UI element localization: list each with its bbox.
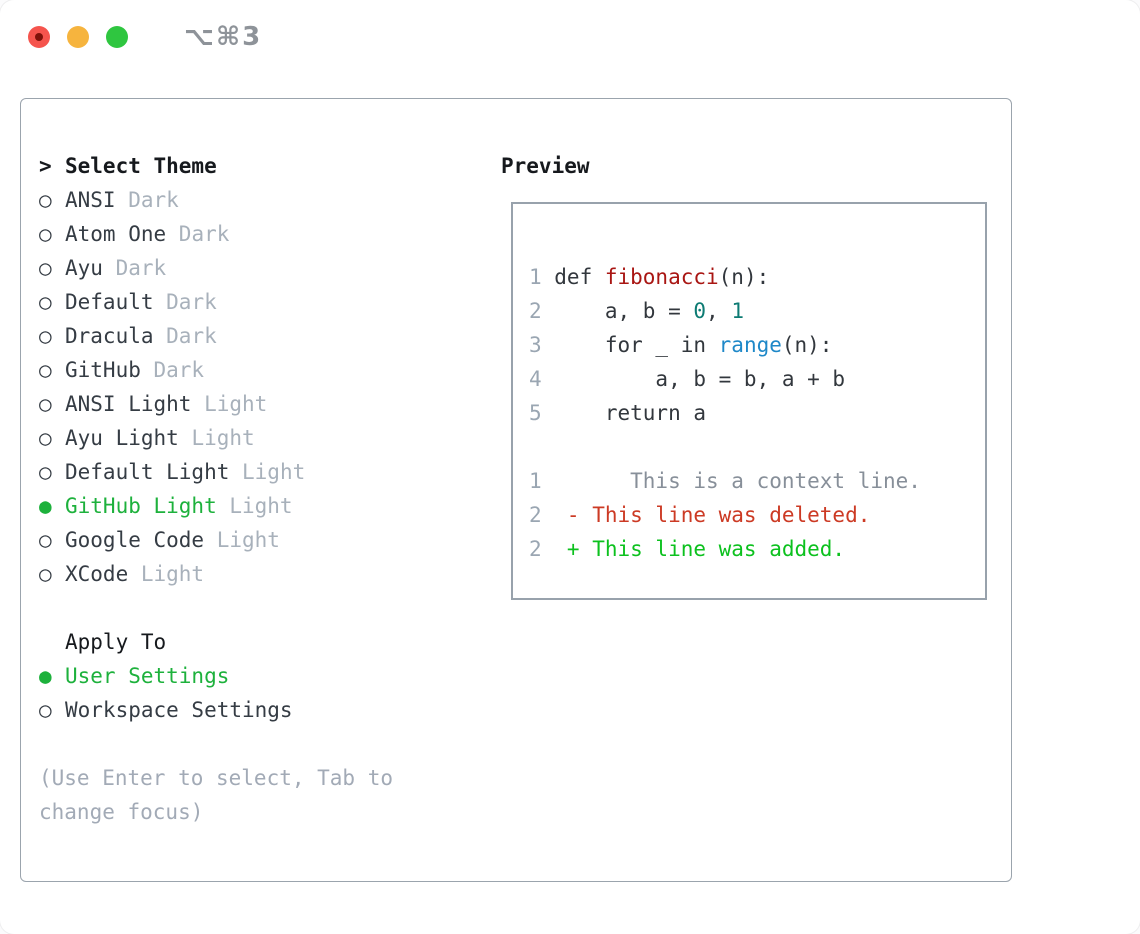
- theme-tag: Light: [229, 494, 293, 518]
- theme-name: ANSI Light: [65, 392, 192, 416]
- number-token: 1: [731, 299, 744, 323]
- line-number: 2: [529, 537, 542, 561]
- theme-tag: Light: [191, 426, 255, 450]
- radio-icon: ○: [39, 256, 52, 280]
- theme-name: XCode: [65, 562, 129, 586]
- theme-option-default-light[interactable]: ○ Default Light Light: [39, 455, 479, 489]
- preview-header: Preview: [501, 149, 987, 183]
- theme-option-ansi-light[interactable]: ○ ANSI Light Light: [39, 387, 479, 421]
- prompt-icon: >: [39, 154, 52, 178]
- line-number: 5: [529, 401, 542, 425]
- line-number: 3: [529, 333, 542, 357]
- code-line-3: 3 for _ in range(n):: [529, 328, 969, 362]
- theme-tag: Dark: [166, 290, 217, 314]
- apply-to-title: Apply To: [65, 630, 167, 654]
- theme-name: Dracula: [65, 324, 154, 348]
- theme-option-atom-one-dark[interactable]: ○ Atom One Dark: [39, 217, 479, 251]
- theme-name: Default: [65, 290, 154, 314]
- theme-option-ayu-light[interactable]: ○ Ayu Light Light: [39, 421, 479, 455]
- theme-tag: Light: [204, 392, 268, 416]
- theme-name: ANSI: [65, 188, 116, 212]
- number-token: 0: [693, 299, 707, 323]
- line-number: 1: [529, 469, 542, 493]
- zoom-button[interactable]: [106, 26, 128, 48]
- radio-icon: ○: [39, 698, 52, 722]
- theme-option-github-light[interactable]: ● GitHub Light Light: [39, 489, 479, 523]
- theme-option-default-dark[interactable]: ○ Default Dark: [39, 285, 479, 319]
- help-text: (Use Enter to select, Tab to change focu…: [39, 766, 394, 824]
- theme-name: Ayu: [65, 256, 103, 280]
- titlebar: ⌥⌘3: [28, 22, 263, 52]
- select-theme-header: > Select Theme: [39, 149, 479, 183]
- theme-name: Atom One: [65, 222, 167, 246]
- line-number: 2: [529, 503, 542, 527]
- diff-deleted-line: 2 - This line was deleted.: [529, 498, 969, 532]
- radio-icon: ○: [39, 358, 52, 382]
- radio-icon: ○: [39, 324, 52, 348]
- diff-context-line: 1 This is a context line.: [529, 464, 969, 498]
- theme-tag: Light: [140, 562, 205, 586]
- close-dot-icon: [35, 33, 43, 41]
- radio-icon: ○: [39, 188, 52, 212]
- radio-icon: ○: [39, 222, 52, 246]
- preview-title: Preview: [501, 154, 590, 178]
- minimize-button[interactable]: [67, 26, 89, 48]
- radio-icon: ○: [39, 392, 52, 416]
- select-theme-title: Select Theme: [65, 154, 217, 178]
- window-title: ⌥⌘3: [184, 22, 263, 52]
- theme-option-github-dark[interactable]: ○ GitHub Dark: [39, 353, 479, 387]
- theme-option-dracula-dark[interactable]: ○ Dracula Dark: [39, 319, 479, 353]
- spacer: [39, 591, 479, 625]
- theme-tag: Dark: [178, 222, 230, 246]
- theme-tag: Dark: [153, 358, 205, 382]
- theme-option-xcode-light[interactable]: ○ XCode Light: [39, 557, 479, 591]
- radio-selected-icon: ●: [39, 664, 52, 688]
- code-line-2: 2 a, b = 0, 1: [529, 294, 969, 328]
- theme-name: Default Light: [65, 460, 230, 484]
- apply-to-header: Apply To: [39, 625, 479, 659]
- theme-option-ayu-dark[interactable]: ○ Ayu Dark: [39, 251, 479, 285]
- function-name-token: fibonacci: [604, 265, 719, 289]
- apply-option-name: User Settings: [65, 664, 230, 688]
- line-number: 1: [529, 265, 542, 289]
- line-number: 2: [529, 299, 542, 323]
- theme-name: GitHub: [65, 358, 141, 382]
- radio-icon: ○: [39, 562, 52, 586]
- theme-tag: Dark: [128, 188, 179, 212]
- diff-added-line: 2 + This line was added.: [529, 532, 969, 566]
- line-number: 4: [529, 367, 542, 391]
- theme-name: GitHub Light: [65, 494, 217, 518]
- theme-name: Google Code: [65, 528, 205, 552]
- theme-option-ansi-dark[interactable]: ○ ANSI Dark: [39, 183, 479, 217]
- code-blank-line: [529, 430, 969, 464]
- apply-option-name: Workspace Settings: [65, 698, 293, 722]
- radio-icon: ○: [39, 290, 52, 314]
- theme-tag: Dark: [166, 324, 217, 348]
- code-blank-line: [529, 226, 969, 260]
- apply-option-workspace-settings[interactable]: ○ Workspace Settings: [39, 693, 479, 727]
- theme-tag: Dark: [115, 256, 167, 280]
- code-line-4: 4 a, b = b, a + b: [529, 362, 969, 396]
- theme-name: Ayu Light: [65, 426, 179, 450]
- builtin-token: range: [718, 333, 782, 357]
- theme-tag: Light: [242, 460, 306, 484]
- radio-icon: ○: [39, 426, 52, 450]
- code-line-5: 5 return a: [529, 396, 969, 430]
- radio-icon: ○: [39, 460, 52, 484]
- close-button[interactable]: [28, 26, 50, 48]
- radio-selected-icon: ●: [39, 494, 52, 518]
- theme-option-google-code-light[interactable]: ○ Google Code Light: [39, 523, 479, 557]
- theme-tag: Light: [216, 528, 280, 552]
- radio-icon: ○: [39, 528, 52, 552]
- apply-option-user-settings[interactable]: ● User Settings: [39, 659, 479, 693]
